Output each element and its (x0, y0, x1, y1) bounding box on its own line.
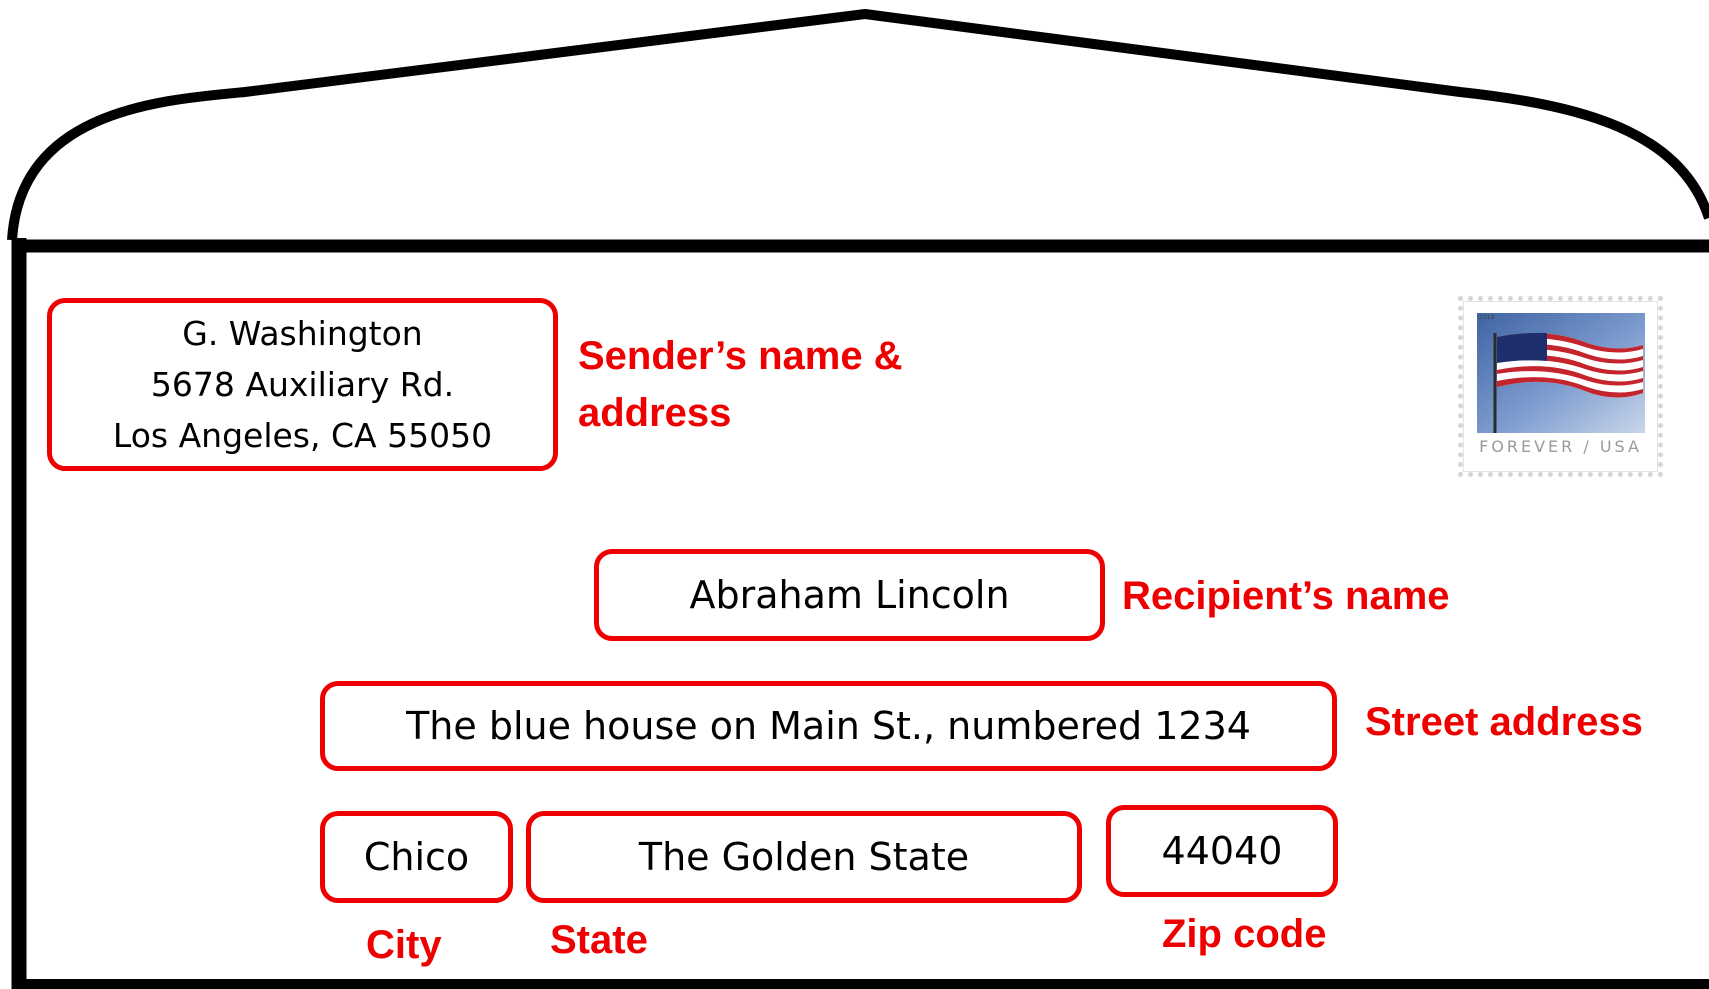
envelope-flap (7, 9, 1709, 241)
zip-code-label: Zip code (1162, 912, 1327, 956)
sender-address-box: G. Washington 5678 Auxiliary Rd. Los Ang… (47, 298, 558, 471)
stamp-caption: FOREVER / USA (1479, 437, 1642, 456)
zip-code-box: 44040 (1106, 805, 1338, 897)
street-address: The blue house on Main St., numbered 123… (406, 704, 1251, 748)
sender-label-line-2: address (578, 391, 732, 435)
sender-name: G. Washington (182, 314, 423, 353)
street-address-label: Street address (1365, 700, 1643, 744)
recipient-name: Abraham Lincoln (689, 573, 1010, 617)
zip-code-value: 44040 (1161, 829, 1283, 873)
sender-label-line-1: Sender’s name & (578, 334, 903, 378)
street-address-box: The blue house on Main St., numbered 123… (320, 681, 1337, 771)
recipient-name-box: Abraham Lincoln (594, 549, 1105, 641)
recipient-label: Recipient’s name (1122, 574, 1450, 618)
sender-label: Sender’s name & address (578, 328, 903, 442)
sender-street: 5678 Auxiliary Rd. (150, 365, 455, 404)
city-box: Chico (320, 811, 513, 903)
state-value: The Golden State (638, 835, 970, 879)
postage-stamp: 2019 FOREVER / USA (1458, 296, 1663, 477)
us-flag-icon: 2019 (1477, 313, 1645, 433)
city-label: City (366, 923, 442, 967)
stamp-frame (1463, 301, 1658, 472)
city-value: Chico (363, 835, 470, 879)
state-box: The Golden State (526, 811, 1082, 903)
state-label: State (550, 918, 648, 962)
sender-city-line: Los Angeles, CA 55050 (112, 416, 493, 455)
stamp-flag (1497, 332, 1643, 398)
stamp-year: 2019 (1479, 314, 1494, 321)
